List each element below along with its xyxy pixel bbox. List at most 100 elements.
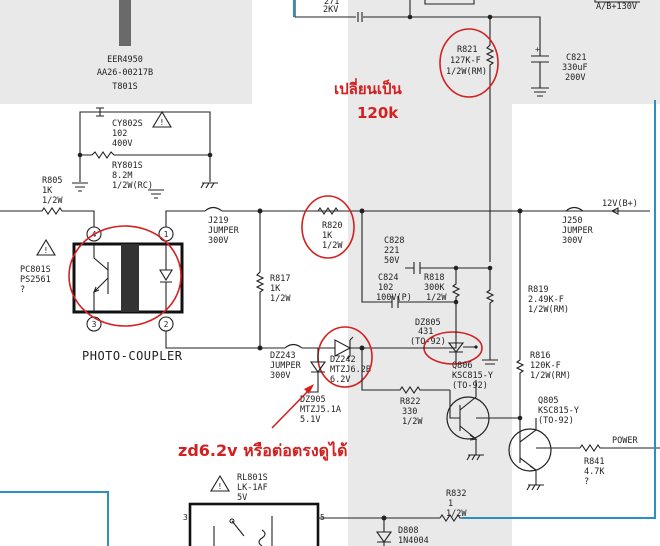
top-cap-voltage: 2KV [323, 5, 338, 15]
warning-mark: ! [218, 482, 223, 491]
q806-pkg: (TO-92) [452, 381, 488, 391]
r821-resistor [485, 17, 495, 262]
ground-symbol [72, 182, 88, 192]
annotation-change-value: 120k [357, 104, 399, 122]
j250-type: JUMPER [562, 226, 594, 236]
r816-resistor [515, 211, 525, 418]
annotation-change-to: เปลี่ยนเป็น [334, 78, 403, 98]
c824-voltage: 100V(P) [376, 293, 412, 303]
node [517, 415, 523, 421]
j219-ref: J219 [208, 216, 228, 226]
j250-voltage: 300V [562, 236, 582, 246]
chassis-ground-symbol [466, 454, 484, 461]
q805-ref: Q805 [538, 396, 558, 406]
supply-label: A/B+130V [596, 2, 637, 12]
r841-q: ? [584, 477, 589, 487]
relay-switch [213, 516, 273, 546]
j219-voltage: 300V [208, 236, 228, 246]
r832-resistor [439, 514, 462, 522]
dz242-zener [334, 336, 354, 360]
phototransistor [93, 244, 109, 312]
cy802s-value: 102 [112, 129, 127, 139]
dz805-ref: DZ805 [415, 318, 441, 328]
j250-ref: J250 [562, 216, 582, 226]
r832-value: 1 [448, 499, 453, 509]
photo-coupler-label: PHOTO-COUPLER [82, 349, 183, 363]
pc801s-q: ? [20, 285, 25, 295]
rail-wire [165, 210, 650, 227]
wire [361, 211, 456, 303]
r816-ref: R816 [530, 351, 550, 361]
c828-capacitor [405, 262, 421, 274]
top-cap-symbol [357, 12, 363, 22]
j219-jumper [204, 206, 223, 212]
dz243-ref: DZ243 [270, 351, 296, 361]
led-symbol [159, 244, 173, 312]
top-cap-value: 271 [324, 0, 339, 7]
power-label: POWER [612, 436, 638, 446]
highlight-r821 [439, 28, 499, 98]
r818-resistor [451, 268, 461, 330]
transformer-code: AA26-00217B [97, 68, 153, 78]
j219-type: JUMPER [208, 226, 240, 236]
r821-ref: R821 [457, 45, 477, 55]
c821-voltage: 200V [565, 73, 585, 83]
r805-power: 1/2W [42, 196, 63, 206]
r816-power: 1/2W(RM) [530, 371, 571, 381]
q805-transistor [508, 428, 552, 472]
chassis-ground-symbol [526, 484, 544, 491]
wire [79, 111, 211, 182]
annotation-arrow [271, 386, 313, 429]
dz243-type: JUMPER [270, 361, 302, 371]
r822-ref: R822 [400, 397, 420, 407]
warning-mark: ! [44, 246, 49, 255]
r818-value: 300K [424, 283, 445, 293]
r817-power: 1/2W [270, 294, 291, 304]
ry801s-value: 8.2M [112, 171, 132, 181]
annotation-zd-note: zd6.2v หรือต่อตรงดูได้ [178, 441, 347, 462]
highlight-photo-coupler [68, 225, 182, 327]
c828-value: 221 [384, 246, 399, 256]
highlight-r820 [301, 195, 355, 259]
dz905-ref: DZ905 [300, 395, 326, 405]
rl801s-ref: RL801S [237, 473, 268, 483]
pin-3-label: 3 [92, 320, 97, 329]
r818-ref: R818 [424, 273, 444, 283]
ground-symbol [148, 189, 164, 199]
pin-2-label: 2 [164, 320, 169, 329]
wire [594, 0, 640, 3]
node [453, 265, 459, 271]
relay-pin-3: 3 [183, 513, 188, 522]
r822-resistor [361, 348, 450, 394]
c824-capacitor [391, 296, 399, 308]
rail-label: 12V(B+) [602, 199, 638, 209]
d808-part: 1N4004 [398, 536, 429, 546]
r841-ref: R841 [584, 457, 604, 467]
transformer-part: EER4950 [107, 55, 143, 65]
q806-part: KSC815-Y [452, 371, 493, 381]
cy802s-voltage: 400V [112, 139, 132, 149]
dz242-part: MTZJ6.2B [330, 365, 371, 375]
relay-body [188, 502, 320, 546]
blue-wire-left [0, 491, 109, 546]
dz905-voltage: 5.1V [300, 415, 320, 425]
cy802s-capacitor [96, 107, 104, 117]
q806-leads [449, 380, 478, 455]
rl801s-part: LK-1AF [237, 483, 268, 493]
c821-value: 330uF [562, 63, 588, 73]
r821-power: 1/2W(RM) [446, 67, 487, 77]
rail-arrow [610, 207, 619, 215]
warning-icon [152, 110, 172, 128]
chassis-ground-symbol [200, 182, 218, 189]
node [474, 345, 478, 349]
ry801s-resistor [80, 151, 210, 159]
dz243-jumper [284, 343, 303, 349]
node [77, 152, 83, 158]
r817-value: 1K [270, 284, 281, 294]
r820-ref: R820 [322, 221, 342, 231]
top-box [424, 0, 475, 5]
warning-icon [36, 238, 56, 256]
dz242-voltage: 6.2V [330, 375, 350, 385]
